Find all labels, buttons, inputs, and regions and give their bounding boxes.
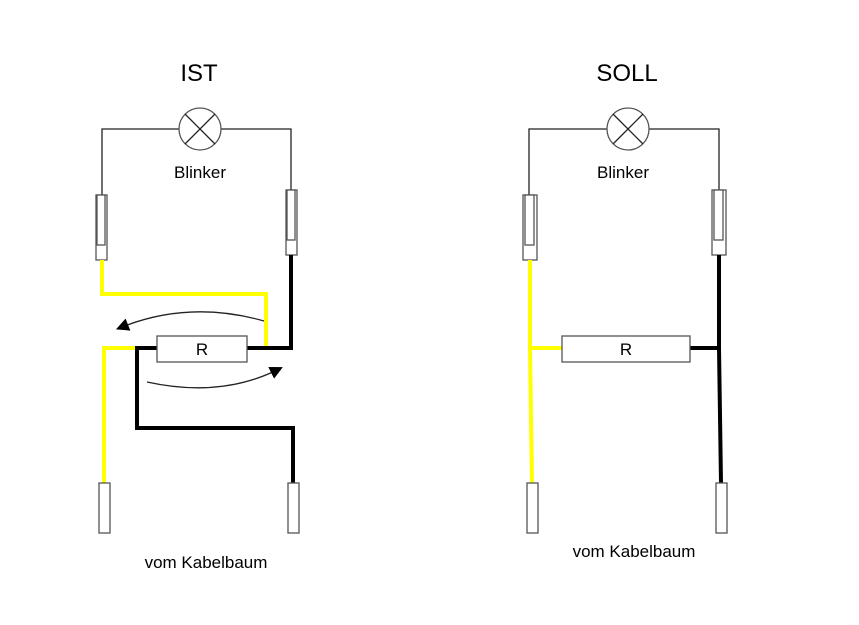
ist-diagram: IST Blinker R vom Kabelbaum — [95, 60, 300, 572]
black-wire-top — [246, 255, 293, 350]
ist-title: IST — [180, 60, 218, 87]
connector-bottom-left — [526, 482, 539, 534]
source-label: vom Kabelbaum — [145, 553, 268, 572]
connector-bottom-right — [287, 482, 300, 534]
lamp-wires — [528, 128, 720, 195]
resistor-label: R — [620, 340, 632, 359]
lamp-icon — [178, 107, 222, 151]
soll-title: SOLL — [596, 60, 657, 87]
swap-arrow-right-icon — [146, 367, 283, 389]
connector-top-left — [522, 194, 538, 261]
connector-top-right — [285, 189, 298, 256]
connector-bottom-right — [715, 482, 728, 534]
lamp-label: Blinker — [174, 163, 226, 182]
black-wire — [690, 255, 723, 484]
resistor — [156, 335, 248, 363]
resistor-label: R — [196, 340, 208, 359]
connector-top-right — [711, 189, 727, 256]
lamp-icon — [606, 107, 650, 151]
soll-diagram: SOLL Blinker R vom Kabelbaum — [522, 60, 728, 561]
yellow-wire-top — [100, 260, 268, 348]
yellow-wire — [528, 260, 562, 484]
yellow-wire-bottom — [102, 346, 137, 483]
lamp-label: Blinker — [597, 163, 649, 182]
source-label: vom Kabelbaum — [573, 542, 696, 561]
black-wire-bottom — [135, 346, 295, 483]
connector-top-left — [95, 194, 108, 261]
connector-bottom-left — [98, 482, 111, 534]
lamp-wires — [101, 128, 292, 195]
swap-arrow-left-icon — [115, 311, 265, 331]
resistor — [561, 335, 691, 363]
